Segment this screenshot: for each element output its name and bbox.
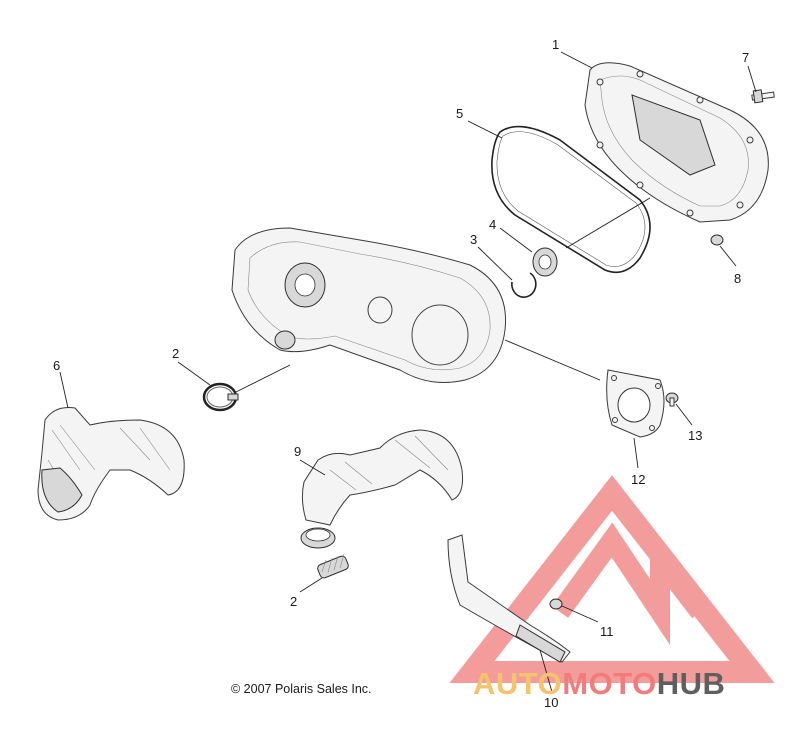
gasket-plate <box>606 369 665 438</box>
callout-3: 3 <box>470 232 477 247</box>
intake-duct <box>37 407 185 521</box>
callout-6: 6 <box>53 358 60 373</box>
nut-8 <box>710 234 724 246</box>
callouts: 1 2 2 3 4 5 6 7 8 9 10 11 12 13 <box>53 37 749 710</box>
callout-11: 11 <box>600 624 614 639</box>
callout-9: 9 <box>294 444 301 459</box>
watermark-word-hub: HUB <box>656 666 726 701</box>
callout-7: 7 <box>742 50 749 65</box>
callout-10: 10 <box>544 695 558 710</box>
watermark-word-moto: MOTO <box>562 666 657 701</box>
snap-ring <box>511 272 537 298</box>
screw-13 <box>665 392 679 407</box>
leader-lines <box>59 51 757 693</box>
callout-2-upper: 2 <box>172 346 179 361</box>
callout-8: 8 <box>734 271 741 286</box>
watermark-logo <box>449 475 775 683</box>
callout-2-lower: 2 <box>290 594 297 609</box>
callout-4: 4 <box>489 217 496 232</box>
watermark-text: AUTOMOTOHUB <box>473 666 725 702</box>
bolt-7 <box>751 89 775 104</box>
skid-shield <box>447 534 571 663</box>
clutch-cover <box>584 62 769 223</box>
hose-clamp-lower <box>317 553 349 579</box>
hose-clamp-upper <box>202 382 239 412</box>
watermark-word-auto: AUTO <box>473 666 563 701</box>
callout-12: 12 <box>631 472 645 487</box>
copyright-text: © 2007 Polaris Sales Inc. <box>231 682 372 696</box>
transmission-housing <box>231 227 507 383</box>
bolt-11 <box>549 598 563 610</box>
callout-1: 1 <box>552 37 559 52</box>
callout-5: 5 <box>456 106 463 121</box>
callout-13: 13 <box>688 428 702 443</box>
drive-belt <box>491 125 651 274</box>
bearing <box>532 247 558 277</box>
outlet-duct <box>300 429 463 549</box>
